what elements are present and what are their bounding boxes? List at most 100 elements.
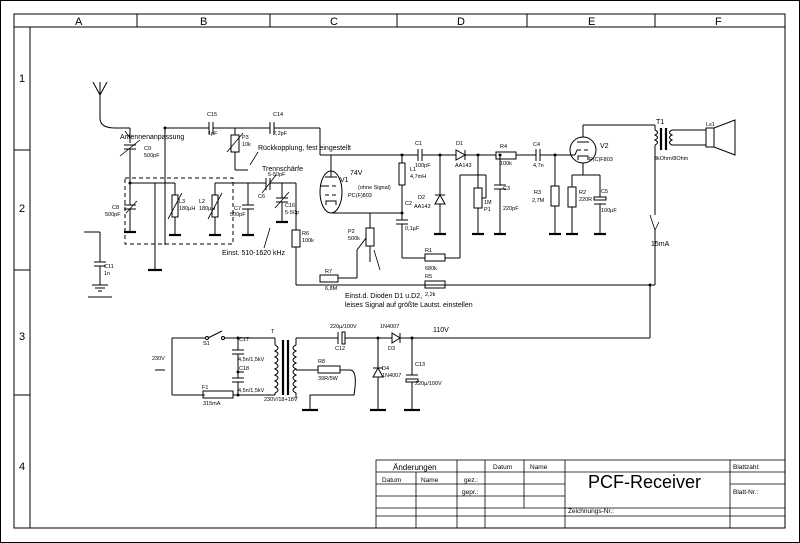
c8-label: C8 (112, 205, 119, 211)
feedback-label: Rückkopplung, fest eingestellt (258, 145, 351, 152)
t1-value: 3kOhm/8Ohm (654, 156, 689, 162)
r6-value: 100k (302, 238, 314, 244)
c16-label: C16 (285, 203, 295, 209)
tube-v2 (569, 124, 655, 176)
tb-date-header: Datum (493, 464, 512, 471)
resistor-r4 (478, 151, 536, 160)
diode-setting-line1: Einst.d. Dioden D1 u.D2, (345, 293, 422, 300)
col-label-c: C (330, 16, 338, 28)
v1-value: PC(F)803 (348, 193, 372, 199)
d4-value: 1N4007 (382, 373, 401, 379)
f1-label: F1 (202, 385, 208, 391)
r6-label: R6 (302, 231, 309, 237)
row-label-3: 3 (19, 331, 25, 343)
r7-value: 6,8M (325, 286, 338, 292)
capacitor-c7 (242, 183, 254, 237)
diode-setting-line2: leises Signal auf größte Lautst. einstel… (345, 302, 473, 309)
l1-value: 4,7mH (410, 174, 426, 180)
d1-label: D1 (456, 141, 463, 147)
p2-value: 500k (348, 236, 360, 242)
c12-label: C12 (335, 346, 345, 352)
capacitor-c14 (269, 122, 410, 156)
c3-label: C3 (503, 186, 510, 192)
col-label-e: E (588, 16, 595, 28)
l2-value: 180µH (199, 206, 215, 212)
capacitor-c2 (396, 213, 412, 259)
r1-label: R1 (425, 248, 432, 254)
resistor-r1 (412, 253, 460, 262)
diode-d4 (370, 338, 386, 412)
c4-value: 4,7n (533, 163, 544, 169)
antenna (92, 81, 131, 143)
t-value: 230V/18+18V (264, 397, 298, 403)
capacitor-c11 (84, 231, 112, 298)
resistor-r5 (424, 280, 655, 289)
c5-value: 100µF (601, 208, 617, 214)
v2-value: P(C)F803 (589, 157, 613, 163)
col-label-a: A (75, 16, 83, 28)
resistor-r2 (566, 175, 578, 236)
tb-drawn: gez.: (464, 477, 478, 484)
fuse-f1 (202, 390, 275, 399)
l2-label: L2 (199, 199, 205, 205)
c18-value: 4,5n/1,5kV (238, 388, 265, 394)
c2-value: 0,1µF (405, 226, 420, 232)
r2-label: R2 (579, 190, 586, 196)
voltage-110-label: 110V (433, 327, 449, 334)
l3-value: 180µH (179, 206, 195, 212)
capacitor-c5 (593, 175, 607, 236)
capacitor-c9 (119, 139, 141, 183)
c2-label: C2 (405, 201, 412, 207)
diode-d1 (440, 149, 478, 161)
p1-label: P1 (484, 207, 491, 213)
row-label-2: 2 (19, 203, 25, 215)
col-label-d: D (457, 16, 465, 28)
tube-v1 (319, 155, 343, 214)
loudspeaker-ls1 (705, 119, 736, 156)
ls1-label: Ls1 (706, 122, 715, 128)
row-label-1: 1 (19, 73, 25, 85)
c15-label: C15 (207, 112, 217, 118)
r8-label: R8 (318, 359, 325, 365)
l3-label: L3 (179, 199, 185, 205)
c9-value: 500pF (144, 153, 160, 159)
d1-value: AA143 (455, 163, 472, 169)
c12-value: 220µ/100V (330, 324, 357, 330)
capacitor-c3 (494, 153, 506, 236)
trimmer-c16 (274, 183, 290, 224)
c8-value: 500pF (105, 212, 121, 218)
c17-label: C17 (239, 337, 249, 343)
r5-value: 2,2k (425, 292, 436, 298)
f1-value: 315mA (203, 401, 221, 407)
coil-l2 (207, 182, 248, 237)
d4-label: D4 (382, 366, 389, 372)
d2-value: AA143 (414, 204, 431, 210)
capacitor-c4 (535, 149, 575, 161)
c16-value: 5-50p (285, 210, 299, 216)
potentiometer-p3 (226, 128, 248, 171)
t1-label: T1 (656, 119, 664, 126)
c13-value: 220µ/100V (415, 381, 442, 387)
c11-value: 1n (104, 271, 110, 277)
current-15ma-label: 15mA (651, 241, 670, 248)
p3-value: 10k (242, 142, 251, 148)
c6-label: C6 (258, 194, 265, 200)
tb-checked: gepr.: (462, 489, 478, 496)
r8-value: 39R/5W (318, 376, 339, 382)
capacitor-c12 (337, 331, 378, 345)
r2-value: 220R (579, 197, 592, 203)
col-label-b: B (200, 16, 207, 28)
r7-label: R7 (325, 269, 332, 275)
c1-label: C1 (415, 141, 422, 147)
p2-label: P2 (348, 229, 355, 235)
resistor-r3 (549, 153, 561, 236)
d3-label: D3 (388, 346, 395, 352)
trimmer-c6 (248, 174, 297, 230)
c14-label: C14 (273, 112, 283, 118)
c3-value: 220pF (503, 206, 519, 212)
c18-label: C18 (239, 366, 249, 372)
s1-label: S1 (203, 341, 210, 347)
transformer-t1 (653, 125, 706, 215)
